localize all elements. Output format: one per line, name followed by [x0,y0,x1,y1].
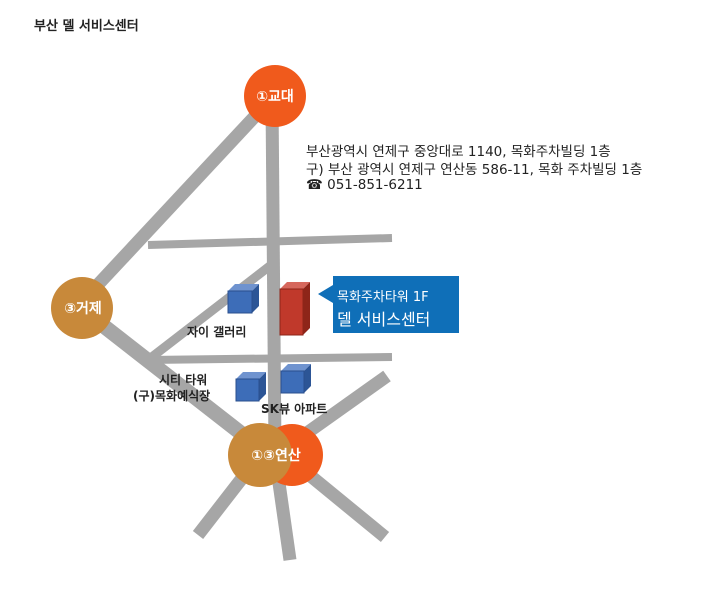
building-xi-gallery-label: 자이 갤러리 [187,325,247,339]
road-diagonal-upper [145,258,278,364]
building-xi-gallery-icon [227,284,259,314]
road-horizontal-upper [147,234,393,249]
address-line-new: 부산광역시 연제구 중앙대로 1140, 목화주차빌딩 1층 [306,144,611,160]
address-line-old: 구) 부산 광역시 연제구 연산동 586-11, 목화 주차빌딩 1층 [306,162,643,178]
callout-building-name: 목화주차타워 1F [337,290,429,305]
building-target-icon [279,282,310,336]
building-city-tower-icon [235,372,266,402]
phone-number[interactable]: ☎ 051-851-6211 [306,177,423,193]
road-main-vertical [265,99,282,451]
station-gyodae-label: ①교대 [256,89,294,105]
road-horizontal-lower [147,353,393,364]
station-yeonsan-line3-marker[interactable] [228,423,292,487]
building-city-tower-label: 시티 타워 [159,373,208,387]
building-city-tower-sublabel: (구)목화예식장 [133,389,211,403]
roads [73,93,393,561]
road-gyodae-geoje [73,93,277,311]
service-center-callout[interactable]: 목화주차타워 1F 델 서비스센터 [333,276,459,333]
station-gyodae-marker[interactable] [244,65,306,127]
station-geoje-label: ③거제 [64,301,102,317]
building-sk-view-label: SK뷰 아파트 [261,402,328,416]
page-title: 부산 델 서비스센터 [34,19,139,34]
callout-center-name: 델 서비스센터 [337,310,431,329]
station-geoje-marker[interactable] [51,277,113,339]
building-sk-view-icon [280,364,311,394]
station-yeonsan-label: ①③연산 [251,447,301,464]
callout-pointer [318,285,333,303]
road-geoje-yeonsan [73,300,265,454]
